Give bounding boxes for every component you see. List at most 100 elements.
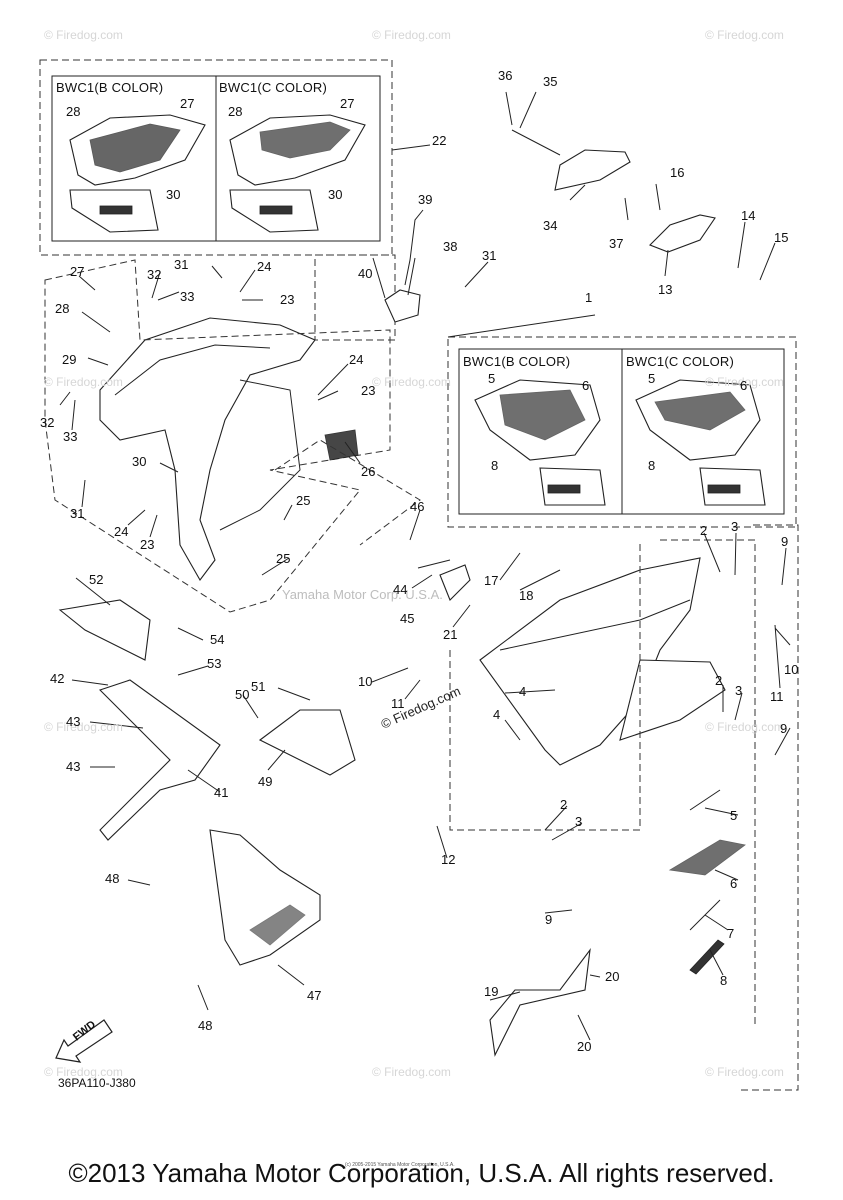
callout-26: 26 [361,464,376,479]
callout-24: 24 [257,259,272,274]
box-title-c-color: BWC1(C COLOR) [219,80,328,95]
watermark: © Firedog.com [44,28,123,42]
diagram-code: 36PA110-J380 [58,1076,136,1090]
callout-3: 3 [575,814,583,829]
callout-30: 30 [132,454,147,469]
side-cowling [479,557,701,766]
callout-3: 3 [731,519,739,534]
fwd-arrow-icon [55,1019,113,1063]
callout-31: 31 [174,257,189,272]
callout-2: 2 [560,797,568,812]
callout-5: 5 [648,371,656,386]
callout-4: 4 [519,684,527,699]
callout-18: 18 [519,588,534,603]
callout-15: 15 [774,230,789,245]
callout-54: 54 [210,632,225,647]
callout-45: 45 [400,611,415,626]
callout-31: 31 [70,506,85,521]
callout-16: 16 [670,165,685,180]
callout-8: 8 [720,973,728,988]
callout-25: 25 [296,493,311,508]
callout-6: 6 [730,876,738,891]
callout-37: 37 [609,236,624,251]
callout-24: 24 [349,352,364,367]
callout-25: 25 [276,551,291,566]
watermark: © Firedog.com [44,1065,123,1079]
upper-cowling [99,317,316,581]
callout-23: 23 [140,537,155,552]
part-13 [649,214,716,253]
callout-27: 27 [180,96,195,111]
callout-11: 11 [770,689,784,704]
cover-49 [258,709,356,776]
box-title-b-color: BWC1(B COLOR) [56,80,164,95]
callout-23: 23 [361,383,376,398]
callout-6: 6 [582,378,590,393]
watermark: © Firedog.com [44,720,123,734]
callout-30: 30 [328,187,343,202]
decal-set-box-22 [39,59,393,256]
callout-28: 28 [55,301,70,316]
callout-3: 3 [735,683,743,698]
callout-34: 34 [543,218,558,233]
center-watermark: Yamaha Motor Corp. U.S.A. [282,587,443,602]
callout-5: 5 [488,371,496,386]
watermark: © Firedog.com [705,28,784,42]
callout-27: 27 [70,264,85,279]
callout-20: 20 [605,969,620,984]
callout-28: 28 [228,104,243,119]
part-34 [554,149,631,191]
callout-8: 8 [491,458,499,473]
callout-19: 19 [484,984,499,999]
decal-set-box-1 [447,336,797,528]
callout-21: 21 [443,627,458,642]
callout-23: 23 [280,292,295,307]
callout-2: 2 [715,673,723,688]
callout-20: 20 [577,1039,592,1054]
callout-17: 17 [484,573,499,588]
callout-43: 43 [66,714,81,729]
callout-39: 39 [418,192,433,207]
callout-44: 44 [393,582,408,597]
watermark: © Firedog.com [705,1065,784,1079]
callout-33: 33 [63,429,78,444]
callout-38: 38 [443,239,458,254]
callout-36: 36 [498,68,513,83]
callout-8: 8 [648,458,656,473]
callout-28: 28 [66,104,81,119]
callout-7: 7 [727,926,735,941]
box-title-c-color: BWC1(C COLOR) [626,354,735,369]
callout-53: 53 [207,656,222,671]
callout-12: 12 [441,852,456,867]
stay-41 [98,679,221,841]
callout-32: 32 [147,267,162,282]
callout-2: 2 [700,523,708,538]
callout-51: 51 [251,679,266,694]
callout-43: 43 [66,759,81,774]
callout-24: 24 [114,524,129,539]
callout-10: 10 [358,674,373,689]
callout-41: 41 [214,785,229,800]
watermark: © Firedog.com [372,375,451,389]
callout-31: 31 [482,248,497,263]
callout-48: 48 [105,871,120,886]
callout-48: 48 [198,1018,213,1033]
callout-10: 10 [784,662,799,677]
callout-33: 33 [180,289,195,304]
callout-13: 13 [658,282,673,297]
callout-32: 32 [40,415,55,430]
callout-9: 9 [545,912,553,927]
watermark: © Firedog.com [705,720,784,734]
callout-27: 27 [340,96,355,111]
callout-47: 47 [307,988,322,1003]
stay-19 [489,948,591,1057]
callout-40: 40 [358,266,373,281]
callout-14: 14 [741,208,756,223]
copyright-notice: ©2013 Yamaha Motor Corporation, U.S.A. A… [68,1158,775,1188]
bracket-52 [58,599,151,661]
callout-52: 52 [89,572,104,587]
callout-35: 35 [543,74,558,89]
under-cowl-47 [209,829,321,966]
callout-49: 49 [258,774,273,789]
